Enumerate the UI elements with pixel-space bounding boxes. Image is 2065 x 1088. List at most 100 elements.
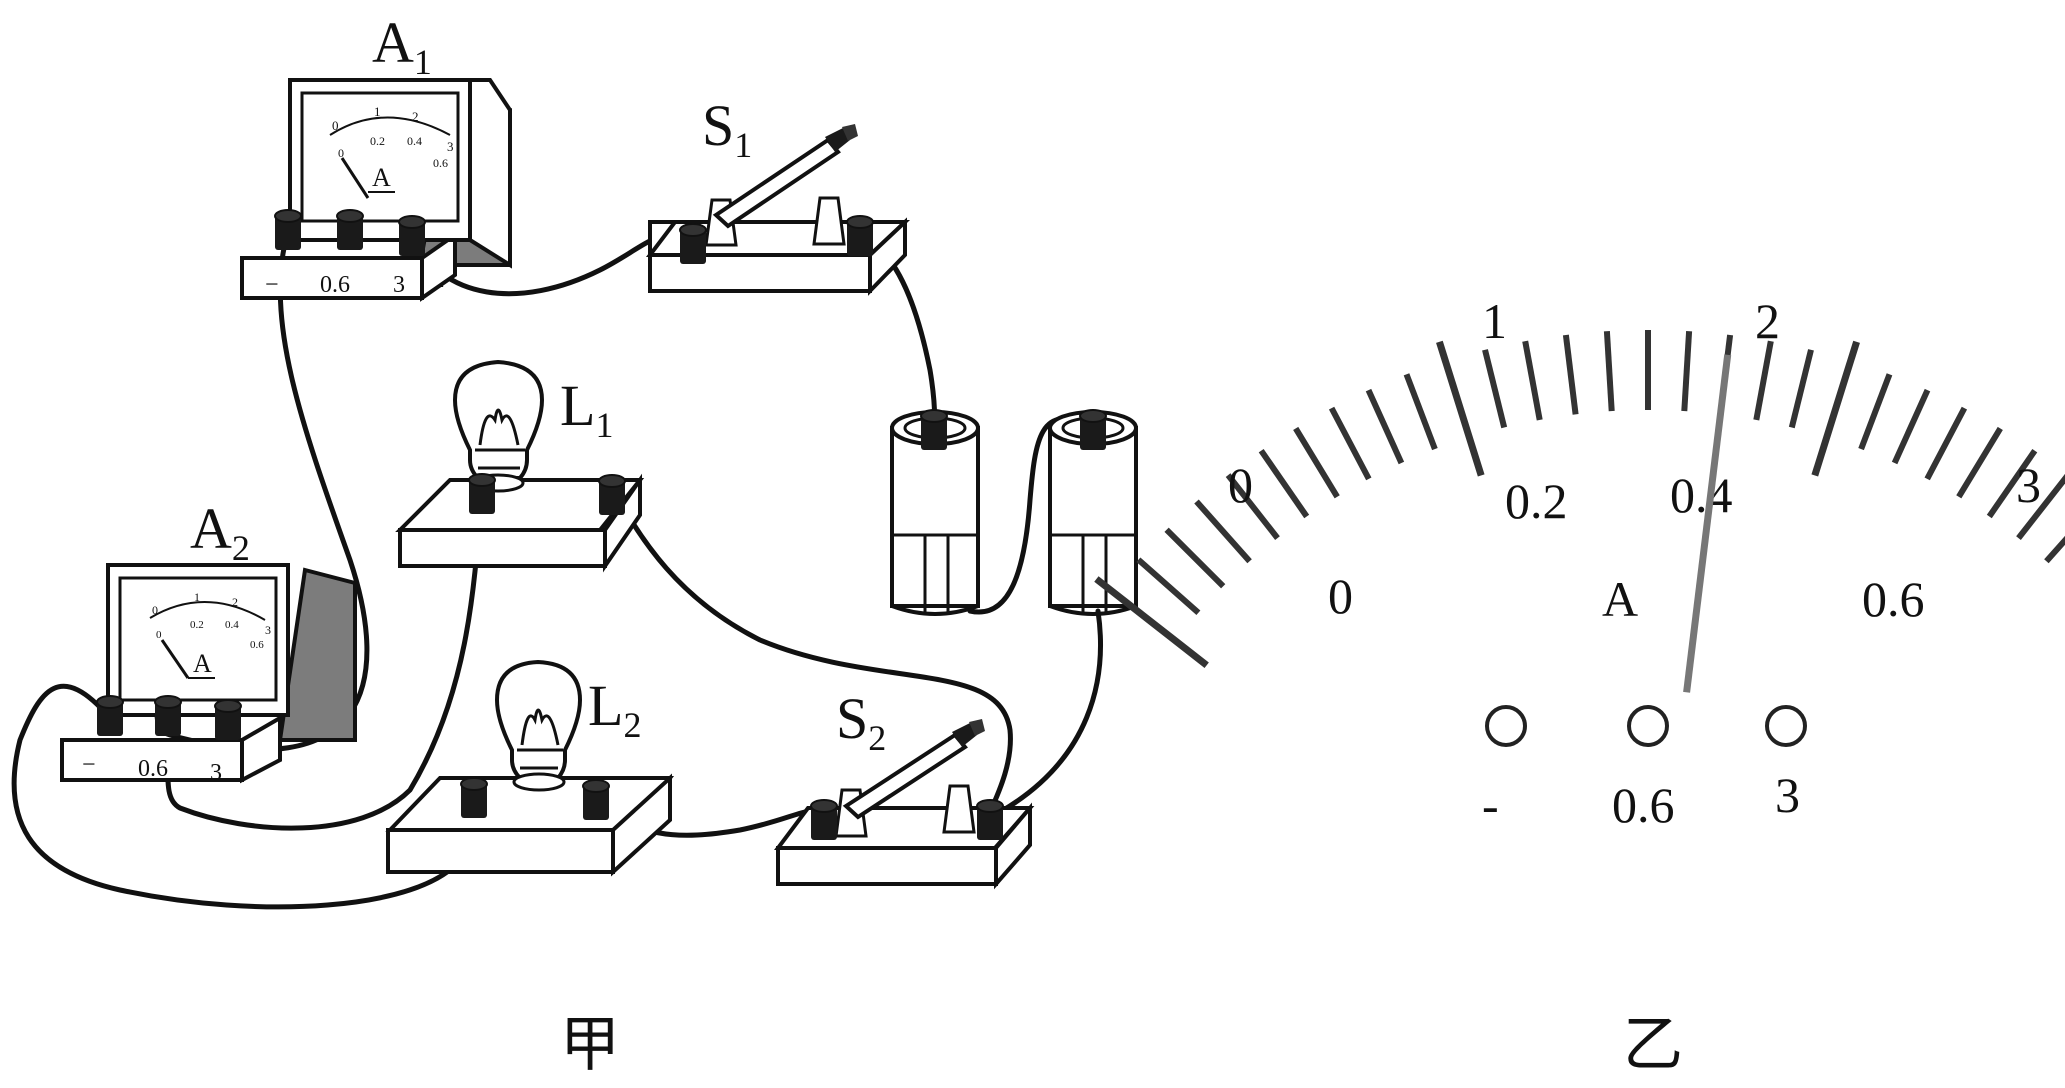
- l1-label: L1: [560, 373, 613, 445]
- dial-lower-0: 0: [1328, 568, 1353, 624]
- dial-terminal-label-06: 0.6: [1612, 777, 1675, 833]
- a2-pointer: [160, 639, 190, 679]
- a2-scale-06-lower: 0.6: [250, 639, 264, 651]
- dial-minor-tick: [1136, 557, 1201, 615]
- dial-minor-tick: [2044, 535, 2065, 564]
- a1-terminal-label-06: 0.6: [320, 272, 350, 298]
- caption-yi: 乙: [1623, 1010, 1683, 1080]
- a2-terminal-label-06: 0.6: [138, 756, 168, 782]
- dial-terminal-neg[interactable]: [1485, 705, 1527, 747]
- s1-terminal-left[interactable]: [679, 223, 707, 265]
- a2-scale-04-lower: 0.4: [225, 619, 239, 631]
- dial-minor-tick: [1258, 448, 1310, 519]
- a2-terminal-label-neg: −: [82, 752, 96, 778]
- a2-label: A2: [190, 496, 250, 568]
- a1-scale-02-lower: 0.2: [370, 134, 385, 148]
- a1-terminal-06[interactable]: [336, 209, 364, 251]
- dial-minor-tick: [2016, 473, 2065, 540]
- switch-s2[interactable]: S2: [774, 686, 1035, 890]
- dial-minor-tick: [1986, 448, 2038, 519]
- ammeter-a1: 0 1 2 3 0 0.2 0.4 0.6 A − 0.6 3 A1: [240, 10, 512, 302]
- a1-pointer: [340, 157, 370, 199]
- dial-minor-tick: [1562, 334, 1579, 415]
- dial-lower-06: 0.6: [1862, 571, 1925, 627]
- wire-lamp1-a2: [165, 483, 485, 831]
- a1-scale-1-upper: 1: [374, 104, 381, 119]
- a1-label: A1: [372, 10, 432, 82]
- dial-minor-tick: [1891, 388, 1931, 465]
- l2-label: L2: [588, 673, 641, 745]
- dial-unit: A: [1602, 571, 1638, 627]
- a2-face-unit: A: [193, 649, 212, 678]
- dial-terminal-06[interactable]: [1627, 705, 1669, 747]
- l1-terminal-left[interactable]: [468, 473, 496, 515]
- dial-major-tick: [1811, 340, 1860, 477]
- a1-scale-04-lower: 0.4: [407, 134, 422, 148]
- dial-minor-tick: [1482, 349, 1508, 429]
- dial-minor-tick: [1753, 340, 1774, 421]
- l2-terminal-right[interactable]: [582, 779, 610, 821]
- dial-minor-tick: [1681, 331, 1693, 412]
- a2-scale-3-upper: 3: [265, 623, 271, 637]
- a2-terminal-06[interactable]: [154, 695, 182, 737]
- a2-terminal-label-3: 3: [210, 760, 222, 786]
- dial-minor-tick: [1225, 473, 1280, 540]
- a1-terminal-label-3: 3: [393, 272, 405, 298]
- a2-terminal-3[interactable]: [214, 699, 242, 741]
- dial-minor-tick: [1788, 349, 1814, 429]
- a2-mini-scale: 0 1 2 3 0 0.2 0.4 0.6: [149, 590, 271, 651]
- a1-scale-3-upper: 3: [447, 139, 454, 154]
- dial-pointer: [1683, 354, 1732, 693]
- a2-scale-02-lower: 0.2: [190, 619, 204, 631]
- dial-minor-tick: [1603, 331, 1615, 412]
- dial-minor-tick: [1328, 406, 1372, 481]
- dial-terminal-label-neg: -: [1482, 777, 1499, 833]
- a1-scale-2-upper: 2: [412, 109, 419, 124]
- dial-minor-tick: [1365, 388, 1405, 465]
- s1-terminal-right[interactable]: [846, 215, 874, 257]
- dial-minor-tick: [1164, 527, 1226, 589]
- dial-upper-2: 2: [1755, 293, 1780, 349]
- dial-minor-tick: [1858, 373, 1893, 451]
- dial-major-tick: [1436, 340, 1485, 477]
- caption-jia: 甲: [560, 1010, 620, 1080]
- a2-terminal-neg[interactable]: [96, 695, 124, 737]
- battery-left: [890, 409, 980, 616]
- s2-terminal-left[interactable]: [810, 799, 838, 841]
- dial-major-tick: [1094, 576, 1209, 668]
- wire-lamp1-switch2: [609, 484, 1013, 815]
- wire-battery-switch2: [997, 608, 1103, 815]
- dial-lower-04: 0.4: [1670, 467, 1733, 523]
- dial-minor-tick: [1924, 406, 1968, 481]
- dial-minor-tick: [1956, 426, 2003, 499]
- dial-figure: 0 1 2 3 0 0.2 0.4 0.6 A - 0.6 3: [1094, 293, 2065, 833]
- dial-upper-0: 0: [1228, 457, 1253, 513]
- switch-s1[interactable]: S1: [645, 93, 911, 296]
- dial-minor-tick: [1403, 373, 1438, 451]
- a2-scale-0-lower: 0: [156, 629, 162, 641]
- l1-terminal-right[interactable]: [598, 474, 626, 516]
- dial-upper-3: 3: [2016, 457, 2041, 513]
- a2-scale-2-upper: 2: [232, 595, 238, 609]
- battery-left-terminal[interactable]: [920, 409, 948, 451]
- l2-terminal-left[interactable]: [460, 777, 488, 819]
- a1-terminal-neg[interactable]: [274, 209, 302, 251]
- lamp-l2: L2: [385, 659, 675, 877]
- ammeter-a2: 0 1 2 3 0 0.2 0.4 0.6 A − 0.6 3 A2: [60, 496, 357, 786]
- dial-ticks: [1094, 330, 2065, 668]
- dial-minor-tick: [1522, 340, 1543, 421]
- battery-right-terminal[interactable]: [1079, 409, 1107, 451]
- a1-face-unit: A: [372, 163, 391, 192]
- dial-terminal-label-3: 3: [1775, 767, 1800, 823]
- s1-label: S1: [702, 93, 752, 165]
- lamp-l1: L1: [395, 359, 645, 573]
- dial-terminal-3[interactable]: [1765, 705, 1807, 747]
- a1-scale-0-upper: 0: [332, 118, 339, 133]
- dial-lower-02: 0.2: [1505, 473, 1568, 529]
- battery-right: [1048, 409, 1138, 616]
- a1-terminal-3[interactable]: [398, 215, 426, 257]
- a1-mini-scale: 0 1 2 3 0 0.2 0.4 0.6: [329, 104, 454, 170]
- dial-minor-tick: [1293, 426, 1340, 499]
- s2-terminal-right[interactable]: [976, 799, 1004, 841]
